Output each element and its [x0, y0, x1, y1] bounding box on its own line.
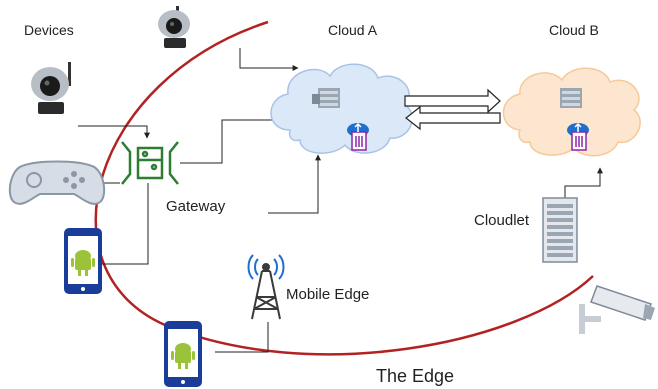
server-icon — [560, 88, 582, 108]
mobile-edge-label: Mobile Edge — [286, 286, 370, 303]
gateway-icon — [121, 141, 179, 185]
server-icon — [542, 197, 578, 263]
ip-camera-icon — [158, 6, 190, 48]
cloud-b-label: Cloud B — [549, 22, 599, 38]
gamepad-icon — [8, 160, 106, 205]
cloud-upload-icon — [347, 122, 369, 151]
cloudlet-label: Cloudlet — [474, 212, 530, 229]
devices-label: Devices — [24, 22, 74, 38]
the-edge-label: The Edge — [376, 366, 455, 386]
server-icon — [312, 88, 340, 108]
android-phone-icon — [164, 321, 202, 387]
cloud-b — [502, 67, 641, 157]
android-phone-icon — [64, 228, 102, 294]
surveillance-camera-icon — [579, 285, 655, 334]
cloud-a-label: Cloud A — [328, 22, 378, 38]
cloud-a — [270, 63, 413, 154]
connector-lines — [78, 48, 603, 353]
cloud-sync-arrows — [404, 88, 501, 131]
cloud-upload-icon — [567, 122, 589, 151]
ip-camera-icon — [31, 62, 71, 114]
gateway-label: Gateway — [166, 198, 226, 215]
cell-tower-icon — [247, 254, 285, 320]
